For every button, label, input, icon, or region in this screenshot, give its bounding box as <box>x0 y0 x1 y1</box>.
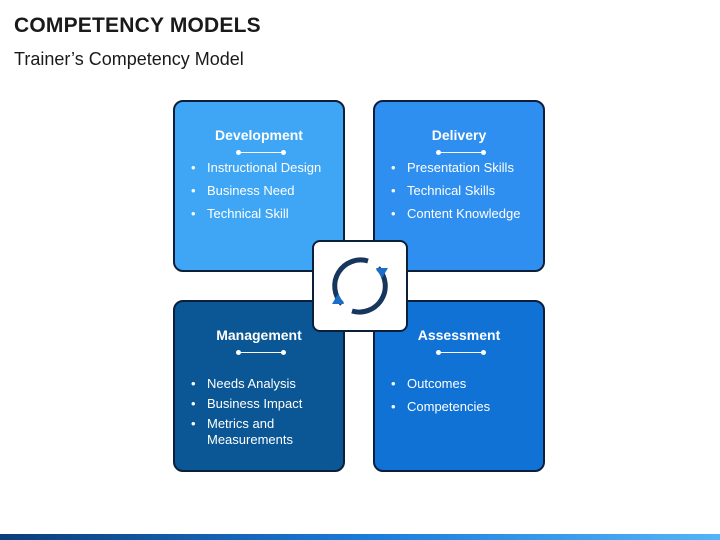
development-heading: Development <box>215 127 303 143</box>
management-divider <box>236 350 286 355</box>
list-item: Business Need <box>191 183 321 199</box>
list-item: Technical Skills <box>391 183 520 199</box>
management-list: Needs Analysis Business Impact Metrics a… <box>191 376 317 452</box>
list-item: Competencies <box>391 399 490 415</box>
list-item: Technical Skill <box>191 206 321 222</box>
development-list: Instructional Design Business Need Techn… <box>191 160 321 229</box>
list-item: Metrics and Measurements <box>191 416 317 448</box>
development-card: Development Instructional Design Busines… <box>173 100 345 272</box>
list-item: Presentation Skills <box>391 160 520 176</box>
assessment-divider <box>436 350 486 355</box>
management-heading: Management <box>216 327 302 343</box>
bottom-accent-bar <box>0 534 720 540</box>
page-title: COMPETENCY MODELS <box>14 14 261 37</box>
center-cycle-box <box>312 240 408 332</box>
cycle-arrows-icon <box>332 257 388 315</box>
delivery-heading: Delivery <box>431 127 487 143</box>
page-subtitle: Trainer’s Competency Model <box>14 49 244 69</box>
assessment-heading: Assessment <box>417 327 501 343</box>
assessment-list: Outcomes Competencies <box>391 376 490 422</box>
list-item: Outcomes <box>391 376 490 392</box>
delivery-divider <box>436 150 486 155</box>
list-item: Instructional Design <box>191 160 321 176</box>
delivery-list: Presentation Skills Technical Skills Con… <box>391 160 520 229</box>
development-divider <box>236 150 286 155</box>
list-item: Content Knowledge <box>391 206 520 222</box>
list-item: Business Impact <box>191 396 317 412</box>
list-item: Needs Analysis <box>191 376 317 392</box>
management-card: Management Needs Analysis Business Impac… <box>173 300 345 472</box>
